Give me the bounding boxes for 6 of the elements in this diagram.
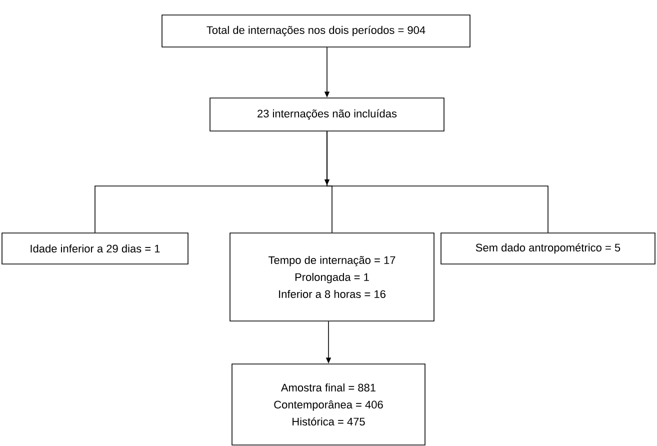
process-box: Amostra final = 881 Contemporânea = 406 Histórica = 475 <box>232 364 426 446</box>
process-box: Sem dado antropométrico = 5 <box>440 232 656 264</box>
process-box: Tempo de internação = 17 Prolongada = 1 Inferior a 8 horas = 16 <box>230 232 434 322</box>
process-box: Idade inferior a 29 dias = 1 <box>2 232 188 264</box>
process-box: 23 internações não incluídas <box>210 98 444 132</box>
process-box: Total de internações nos dois períodos = 904 <box>162 14 470 48</box>
